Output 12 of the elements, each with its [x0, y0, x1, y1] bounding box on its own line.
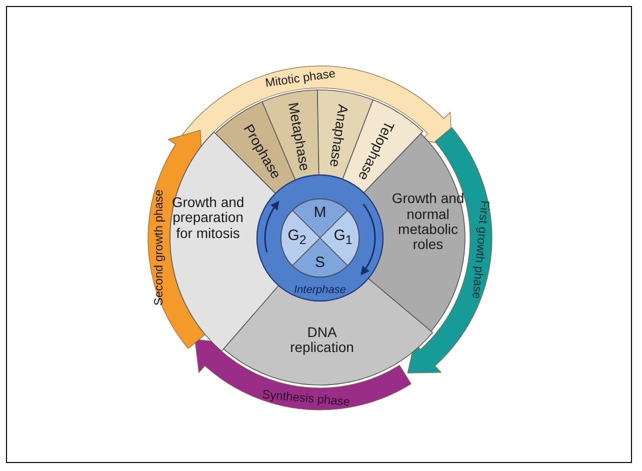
phase-letter: S: [314, 254, 325, 272]
phase-arrow-label: First growth phase: [470, 200, 492, 300]
phase-description: DNA replication: [289, 324, 355, 356]
phase-letter: G$_{1}$: [334, 228, 352, 248]
phase-name: Metaphase: [284, 100, 312, 172]
phase-arrow-label: Mitotic phase: [264, 66, 336, 90]
phase-arrow-label: Synthesis phase: [262, 388, 350, 409]
phase-sector: [223, 278, 433, 386]
phase-name: Anaphase: [326, 103, 350, 168]
phase-letter: G$_{2}$: [288, 228, 306, 248]
ring-label: Interphase: [294, 284, 346, 296]
phase-letter: M: [314, 204, 326, 222]
